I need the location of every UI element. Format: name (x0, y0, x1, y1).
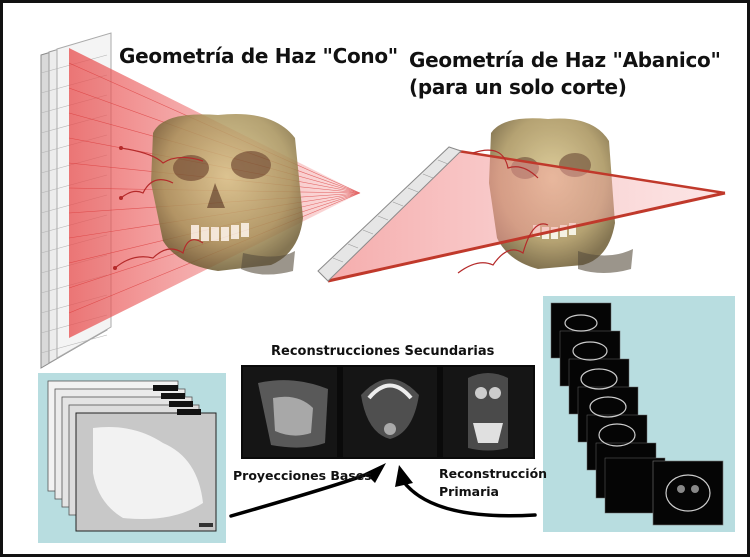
secondary-reconstructions-strip (241, 365, 535, 459)
fan-beam-title-line2: (para un solo corte) (409, 74, 721, 101)
cone-beam-title: Geometría de Haz "Cono" (119, 43, 398, 70)
fan-beam-title: Geometría de Haz "Abanico" (para un solo… (409, 47, 721, 101)
base-projections-panel (38, 373, 226, 543)
coronal-view (443, 367, 533, 457)
secondary-reconstructions-label: Reconstrucciones Secundarias (271, 344, 494, 359)
projection-image-stack (48, 381, 216, 531)
fan-beam-illustration (318, 118, 725, 281)
base-projections-label: Proyecciones Bases (233, 468, 372, 483)
sagittal-view (243, 367, 337, 457)
primary-reconstruction-label: Reconstrucción Primaria (439, 465, 547, 501)
axial-view (343, 367, 437, 457)
cone-beam-illustration (41, 33, 360, 368)
primary-reconstruction-label-line2: Primaria (439, 483, 547, 501)
primary-reconstruction-label-line1: Reconstrucción (439, 465, 547, 483)
primary-reconstruction-panel (543, 296, 735, 532)
fan-beam-title-line1: Geometría de Haz "Abanico" (409, 47, 721, 74)
skull-illustration (151, 114, 303, 275)
